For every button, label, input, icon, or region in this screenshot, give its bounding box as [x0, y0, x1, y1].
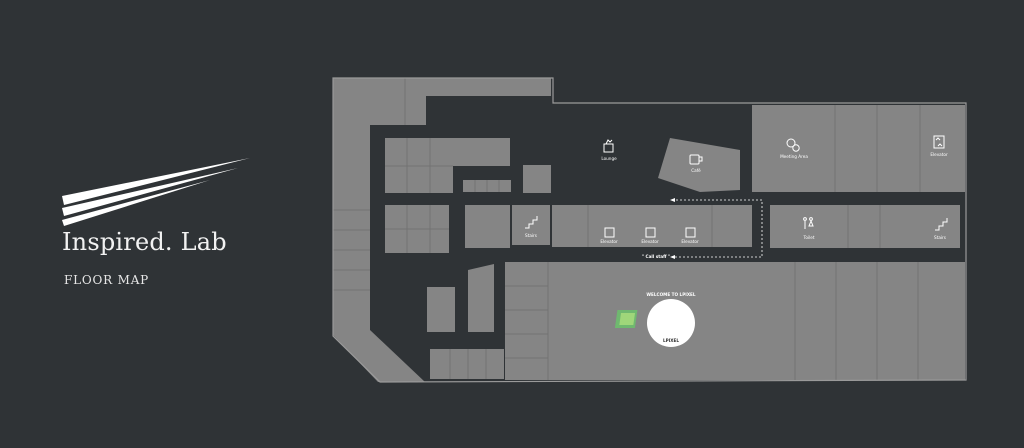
- call-staff-label: " Call staff ": [642, 254, 670, 259]
- room-nw[interactable]: [333, 78, 426, 125]
- lpixel-logo: [614, 299, 695, 347]
- welcome-label: WELCOME TO LPIXEL: [646, 292, 696, 297]
- room-west-1[interactable]: [385, 138, 453, 193]
- cafe-icon: [689, 154, 703, 165]
- cafe-label: Café: [691, 168, 701, 173]
- cafe-room[interactable]: [658, 138, 740, 192]
- stairs-west-label: Stairs: [525, 233, 537, 238]
- rooms: [333, 78, 965, 382]
- elevator-2-label: Elevator: [641, 239, 659, 244]
- room-west-corridor[interactable]: [333, 125, 425, 382]
- stairs-west[interactable]: [512, 205, 550, 245]
- elevator-icon: [604, 227, 615, 238]
- route-arrow-icon: [670, 198, 675, 202]
- room-west-8[interactable]: [468, 264, 494, 332]
- room-south-west[interactable]: [430, 349, 504, 379]
- toilet-icon: [803, 217, 814, 229]
- elevator-east-label: Elevator: [930, 152, 948, 157]
- stairs-east-label: Stairs: [934, 235, 946, 240]
- stairs-icon: [935, 218, 948, 231]
- building-outline: [332, 77, 967, 383]
- route-to-call-staff: [672, 199, 763, 258]
- route-arrow-icon: [670, 255, 675, 259]
- lpixel-label: LPIXEL: [663, 338, 679, 343]
- meeting-icon: [786, 138, 800, 152]
- room-toilet[interactable]: [770, 205, 920, 248]
- room-meeting-area[interactable]: [752, 105, 965, 192]
- room-west-2[interactable]: [453, 138, 510, 166]
- main-hall[interactable]: [505, 262, 965, 380]
- stairs-icon: [525, 216, 538, 229]
- brand-title: Inspired. Lab: [62, 228, 227, 256]
- room-north-strip[interactable]: [426, 78, 551, 96]
- elevator-icon: [645, 227, 656, 238]
- room-west-4[interactable]: [523, 165, 551, 193]
- elevator-3-label: Elevator: [681, 239, 699, 244]
- elevator-icon: [933, 135, 945, 149]
- floor-map-subtitle: FLOOR MAP: [64, 273, 150, 287]
- elevator-block[interactable]: [552, 205, 752, 247]
- elevator-icon: [685, 227, 696, 238]
- lounge-icon: [603, 139, 614, 153]
- room-west-7[interactable]: [427, 287, 455, 332]
- room-west-6[interactable]: [465, 205, 510, 248]
- toilet-label: Toilet: [803, 235, 815, 240]
- room-dividers: [333, 78, 921, 380]
- lounge-label: Lounge: [601, 156, 617, 161]
- elevator-1-label: Elevator: [600, 239, 618, 244]
- brand-logo-mark: [62, 158, 250, 226]
- meeting-area-label: Meeting Area: [780, 154, 808, 159]
- map-icons: [525, 135, 948, 238]
